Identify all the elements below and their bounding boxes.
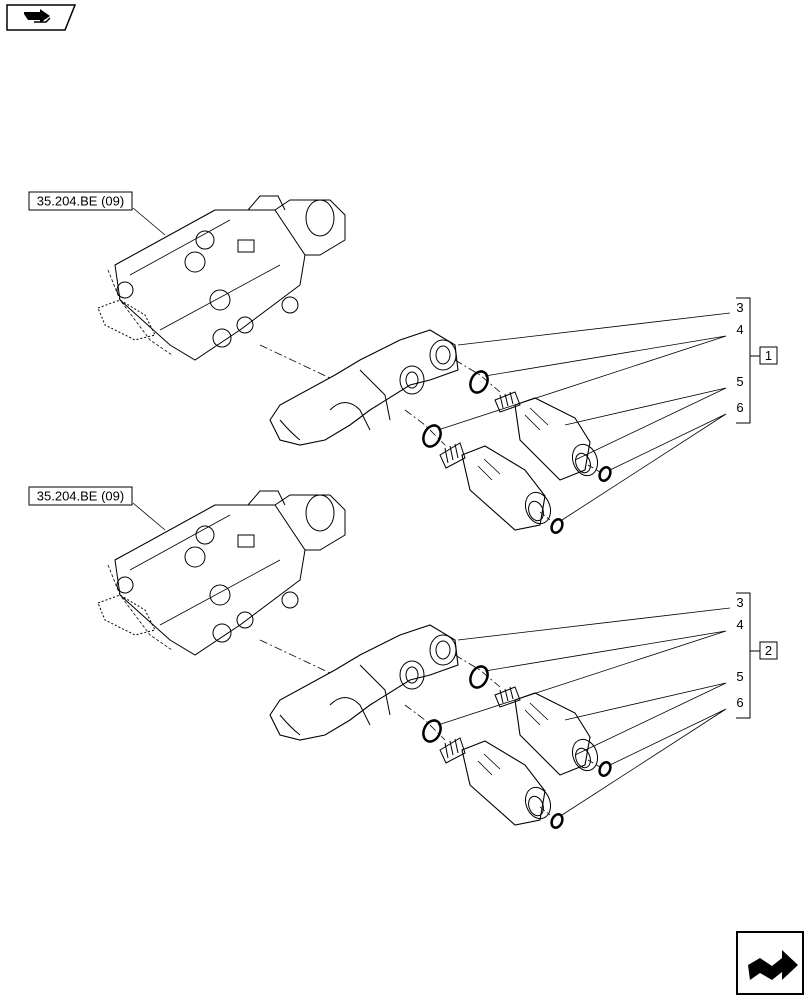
reference-label-1[interactable]: 35.204.BE (09) [28, 191, 133, 211]
arrow-back-nav-icon[interactable] [6, 4, 77, 31]
callout-3: 3 [736, 595, 743, 610]
svg-text:2: 2 [765, 643, 772, 658]
group-label-2: 2 [759, 641, 778, 660]
o-rings-2 [418, 662, 614, 831]
leader-lines-1 [132, 207, 761, 521]
control-valve-1 [97, 195, 346, 361]
quick-coupler-upper-2 [494, 686, 603, 776]
assembly-group-1 [97, 195, 761, 536]
callout-3: 3 [736, 300, 743, 315]
callout-4: 4 [736, 322, 743, 337]
callout-4: 4 [736, 617, 743, 632]
quick-coupler-lower-1 [439, 442, 556, 531]
reference-text: 35.204.BE (09) [37, 194, 124, 209]
assembly-group-2 [97, 490, 761, 831]
leader-lines-2 [132, 502, 761, 816]
callout-5: 5 [736, 374, 743, 389]
control-valve-2 [97, 490, 346, 656]
svg-text:1: 1 [765, 348, 772, 363]
arrow-forward-nav-icon[interactable] [736, 931, 804, 995]
quick-coupler-upper-1 [494, 391, 603, 481]
o-rings-1 [418, 367, 614, 536]
reference-text: 35.204.BE (09) [37, 489, 124, 504]
quick-coupler-lower-2 [439, 737, 556, 826]
group-label-1: 1 [759, 346, 778, 365]
reference-label-2[interactable]: 35.204.BE (09) [28, 486, 133, 506]
callout-6: 6 [736, 400, 743, 415]
callout-6: 6 [736, 695, 743, 710]
callout-5: 5 [736, 669, 743, 684]
